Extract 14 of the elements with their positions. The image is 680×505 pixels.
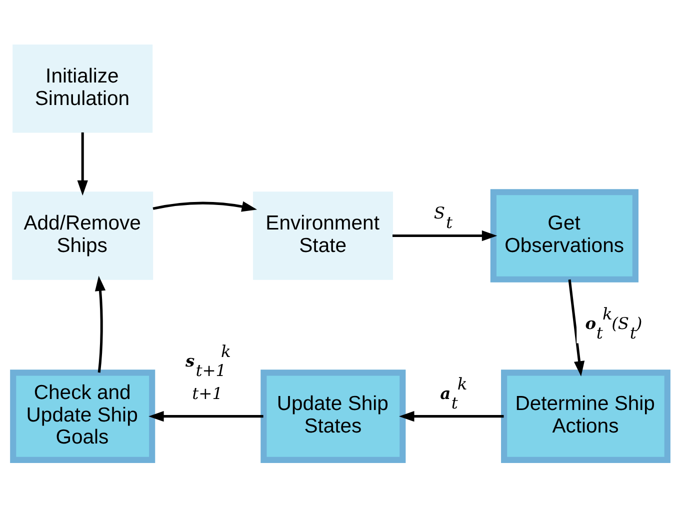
node-box: Check and Update Ship Goals [10,370,156,463]
node-box: Environment State [253,192,393,280]
arrow [568,279,585,376]
arrow [152,201,258,212]
arrow [94,276,106,373]
node-box: Update Ship States [260,370,406,463]
node-box: Get Observations [490,189,638,282]
node-box: Determine Ship Actions [501,370,670,463]
node-box: Add/Remove Ships [12,192,154,280]
arrow [392,230,498,242]
arrow [399,410,504,422]
node-box: Initialize Simulation [12,44,153,133]
arrow [148,410,264,422]
arrow [77,132,88,196]
